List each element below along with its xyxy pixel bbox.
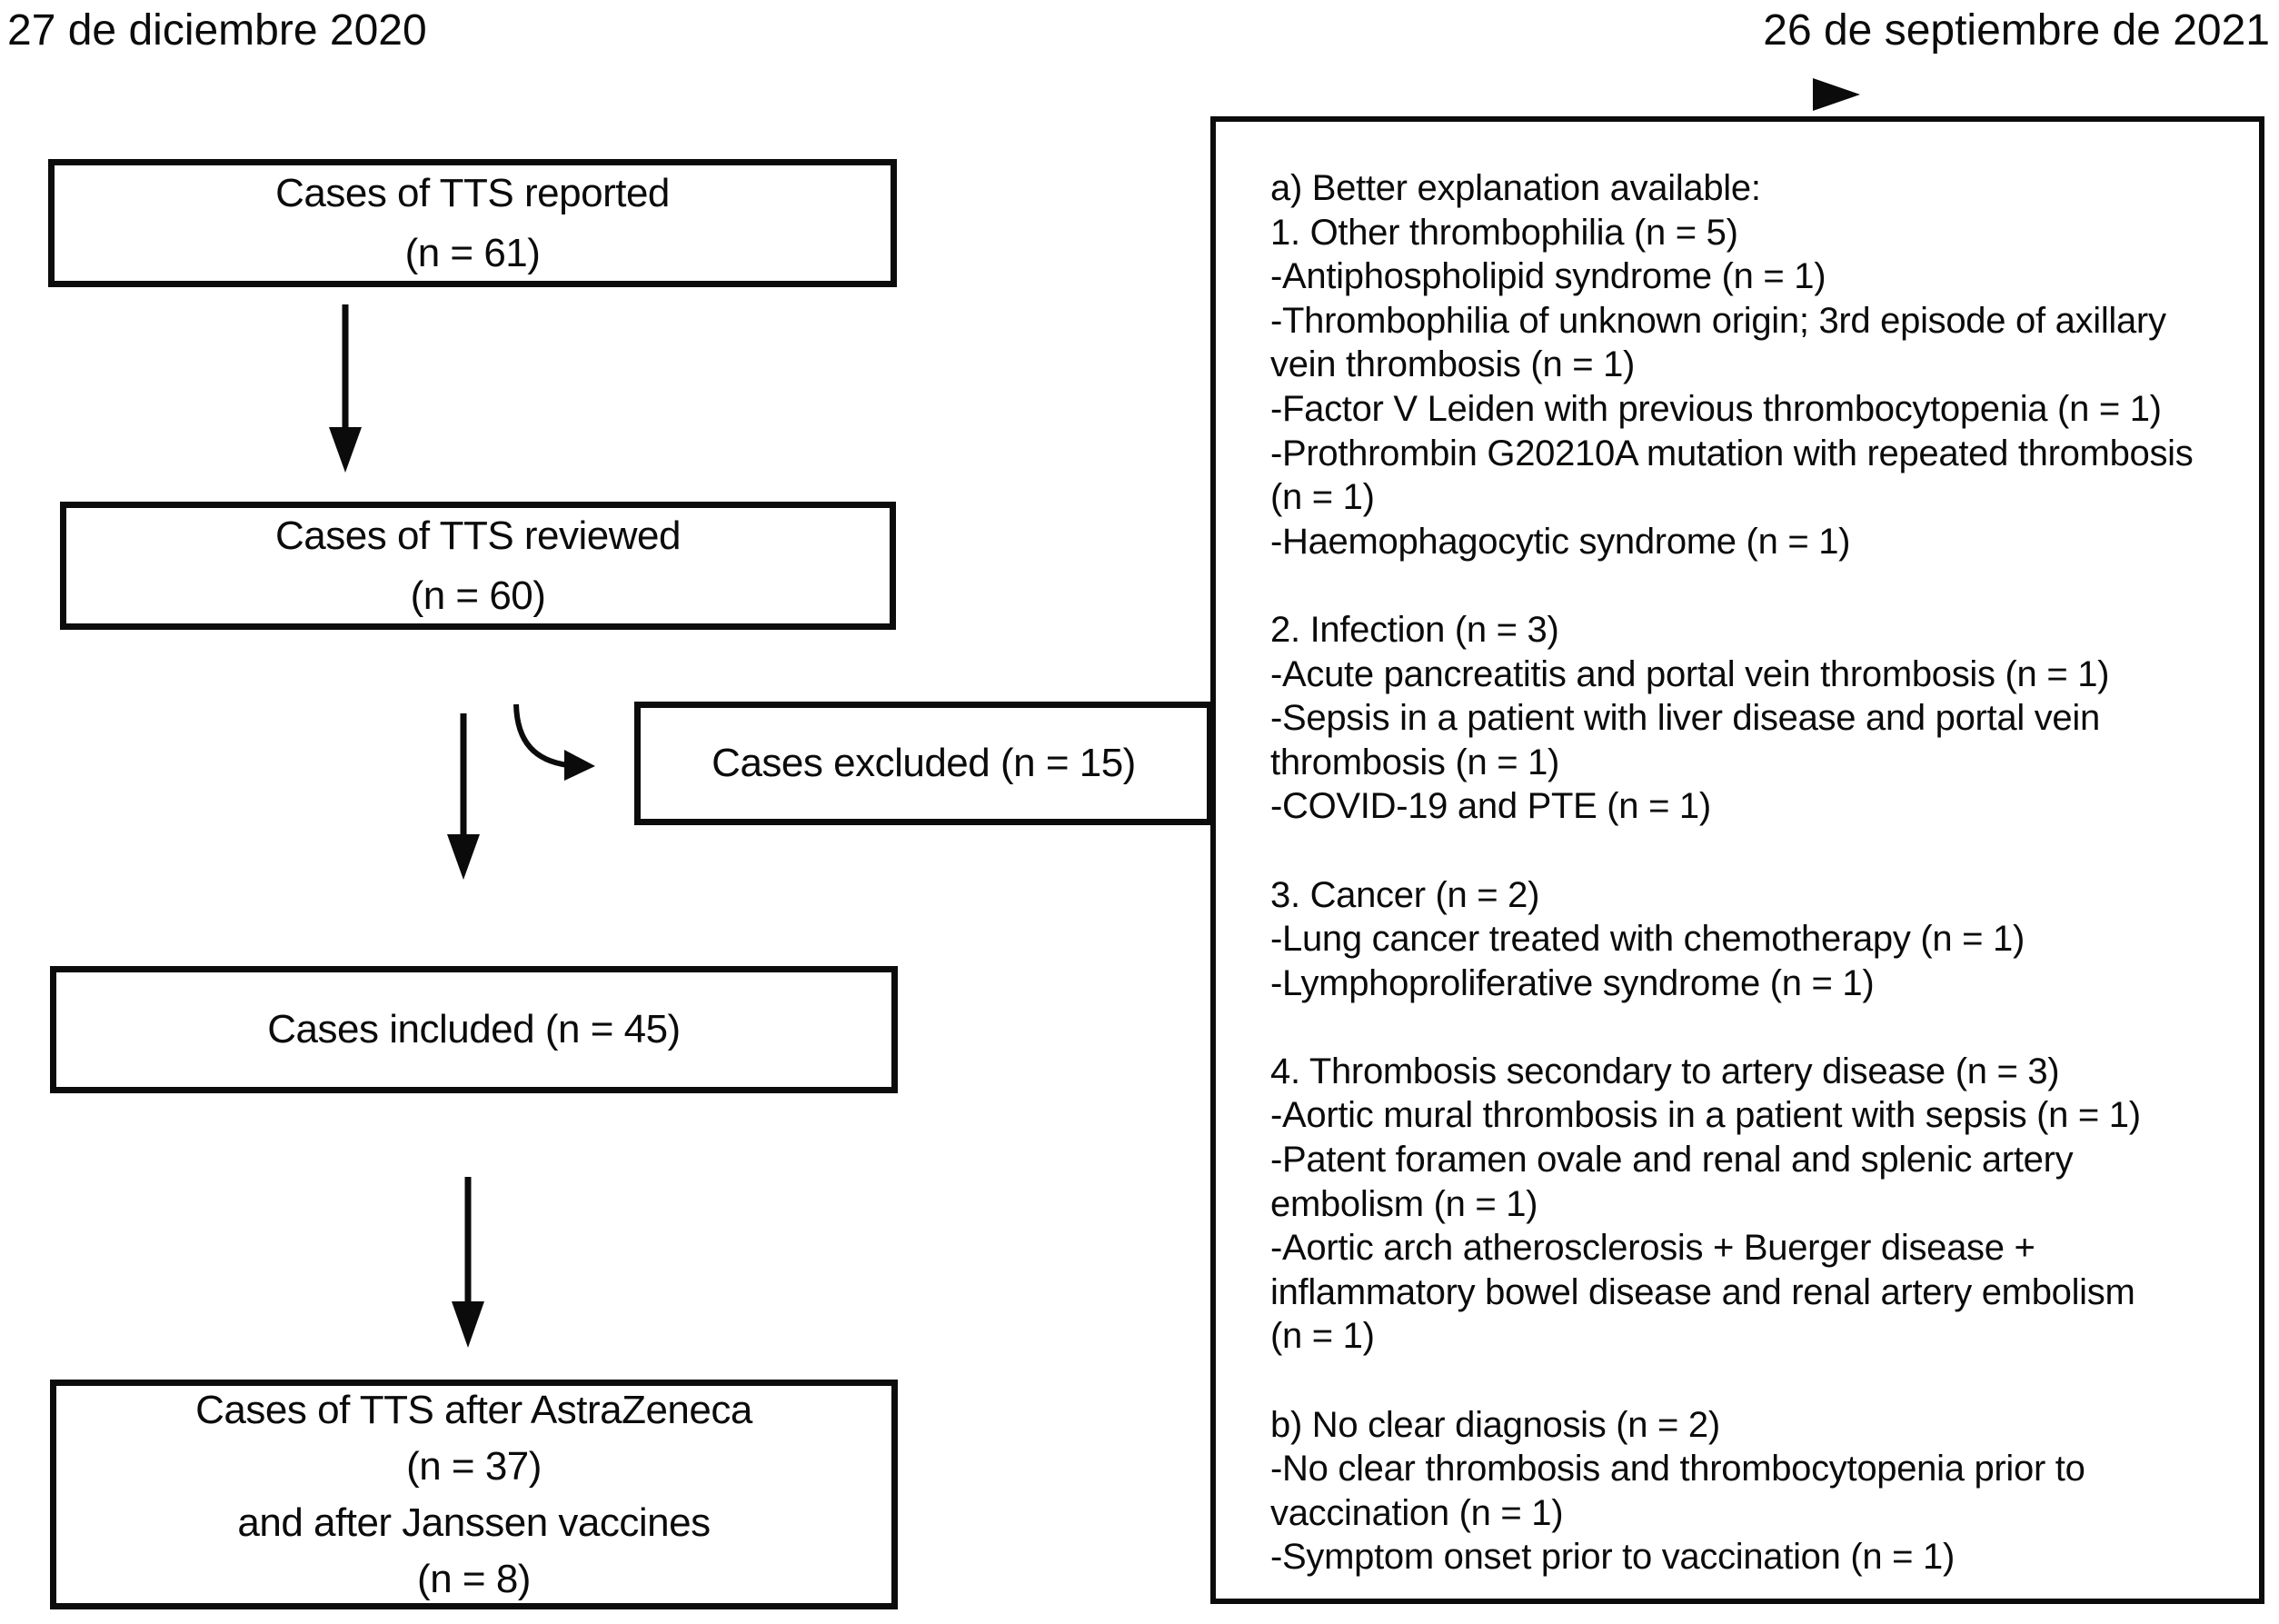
exclusion-details-panel: a) Better explanation available: 1. Othe…	[1210, 116, 2264, 1604]
box-cases-excluded-label: Cases excluded (n = 15)	[712, 741, 1136, 785]
curved-branch-to-excluded-arrow-icon	[513, 703, 595, 781]
box-cases-reported-title: Cases of TTS reported	[275, 170, 670, 215]
arrow-included-to-final-icon	[452, 1177, 484, 1348]
box-cases-reviewed-count: (n = 60)	[410, 573, 546, 618]
timeline-start-date: 27 de diciembre 2020	[7, 6, 427, 55]
box-cases-reviewed: Cases of TTS reviewed (n = 60)	[60, 502, 896, 630]
box-cases-reported-count: (n = 61)	[404, 230, 541, 275]
box-cases-included-label: Cases included (n = 45)	[267, 1007, 681, 1051]
box-cases-final-line2: (n = 37)	[406, 1443, 542, 1489]
box-cases-reported: Cases of TTS reported (n = 61)	[48, 159, 897, 287]
timeline-end-date: 26 de septiembre de 2021	[1763, 6, 2270, 55]
box-cases-included: Cases included (n = 45)	[50, 966, 898, 1093]
box-cases-final-line4: (n = 8)	[417, 1556, 531, 1601]
timeline-arrow-icon	[195, 78, 1860, 111]
box-cases-final-line3: and after Janssen vaccines	[237, 1499, 711, 1545]
exclusion-details-text: a) Better explanation available: 1. Othe…	[1270, 168, 2194, 1578]
arrow-reviewed-to-included-icon	[447, 713, 480, 880]
arrow-reported-to-reviewed-icon	[329, 304, 362, 473]
box-cases-final-line1: Cases of TTS after AstraZeneca	[195, 1387, 752, 1432]
box-cases-final: Cases of TTS after AstraZeneca (n = 37) …	[50, 1380, 898, 1609]
box-cases-reviewed-title: Cases of TTS reviewed	[275, 513, 681, 558]
box-cases-excluded: Cases excluded (n = 15)	[634, 702, 1213, 825]
